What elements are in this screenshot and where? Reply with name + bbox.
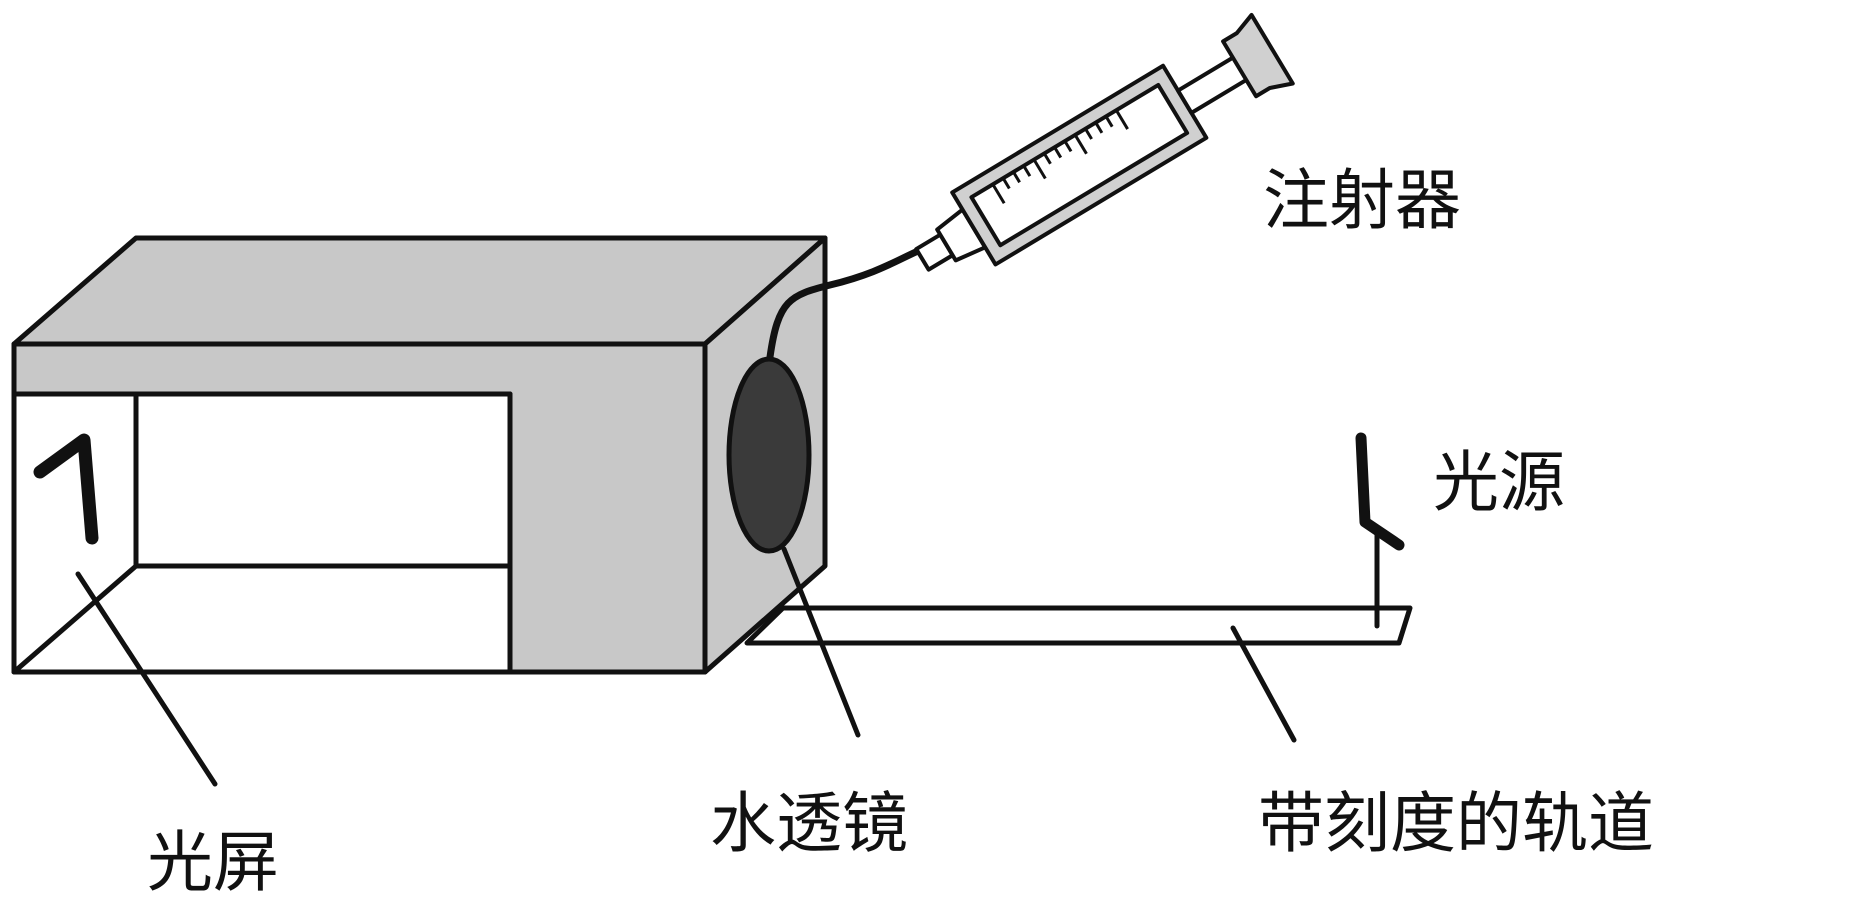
label-light-source: 光源 (1433, 444, 1565, 521)
label-water-lens: 水透镜 (710, 785, 908, 862)
box-floor-edge (12, 564, 138, 674)
graduated-track (744, 605, 1413, 646)
leader-lines (75, 546, 1297, 787)
leader-track (1230, 625, 1297, 743)
enclosure-box (11, 235, 828, 675)
connecting-tube (766, 244, 929, 361)
label-syringe: 注射器 (1263, 162, 1461, 239)
leader-water-lens (781, 546, 861, 738)
box-top-face (11, 235, 828, 347)
label-light-screen: 光屏 (147, 824, 279, 901)
light-source-filament (1355, 432, 1405, 551)
screen-glyph-1 (33, 433, 99, 545)
label-graduated-track: 带刻度的轨道 (1258, 785, 1654, 862)
box-back-opening (133, 391, 513, 569)
leader-light-screen (75, 571, 218, 787)
syringe-barrel-inner (969, 82, 1190, 248)
light-source (1355, 432, 1405, 629)
syringe-graduations (991, 109, 1129, 205)
track-body (744, 605, 1413, 646)
water-lens (726, 356, 812, 554)
syringe (914, 12, 1295, 272)
syringe-thumb-rest (1221, 12, 1295, 99)
